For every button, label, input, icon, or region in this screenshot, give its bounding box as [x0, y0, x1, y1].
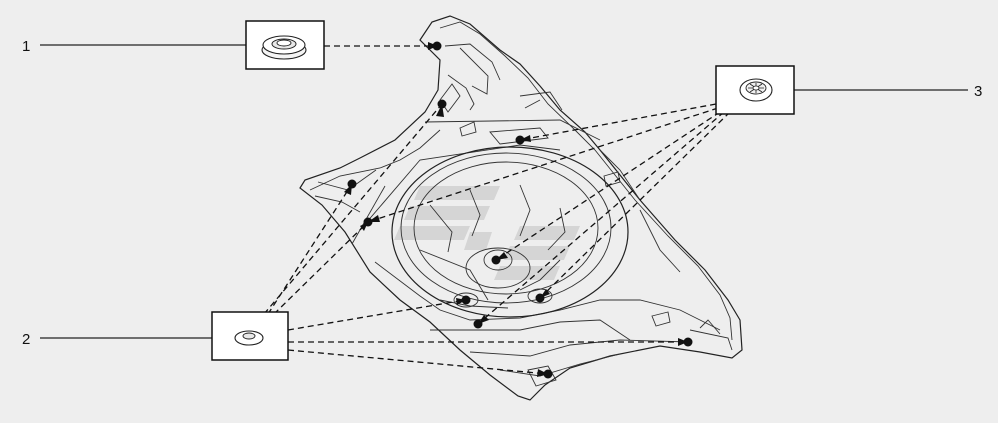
arrow-head [537, 369, 548, 377]
mount-point-3a [515, 135, 525, 145]
mount-point-2d [461, 295, 471, 305]
leader-line-3b [367, 107, 719, 223]
mount-point-2e [683, 337, 693, 347]
leader-line-3e [539, 111, 731, 299]
leader-line-3d [477, 111, 725, 325]
arrow-head [678, 338, 688, 346]
mount-point-1 [432, 41, 442, 51]
callout-number-1: 1 [22, 38, 30, 55]
leader-line-2d [287, 299, 466, 331]
mount-point-2f [543, 369, 553, 379]
spare-wheel-well [391, 146, 629, 318]
plug-cap-icon [739, 78, 773, 102]
leader-line-2b [267, 183, 353, 315]
leader-line-2a [263, 103, 443, 315]
grommet-small-icon [234, 330, 264, 346]
mount-point-2c [363, 217, 373, 227]
grommet-large-icon [261, 35, 307, 60]
leader-lines [263, 45, 731, 375]
callout-2: 2 [22, 311, 289, 361]
callout-3: 3 [715, 65, 982, 115]
mount-point-3b [491, 255, 501, 265]
mounting-points [347, 41, 693, 379]
leader-line-2f [287, 349, 549, 375]
mount-point-2b [347, 179, 357, 189]
mount-point-3c [473, 319, 483, 329]
leader-line-3a [519, 103, 717, 141]
callout-1: 1 [22, 20, 325, 70]
callout-number-2: 2 [22, 331, 30, 348]
mount-point-2a [437, 99, 447, 109]
leader-line-2c [273, 221, 369, 315]
mount-point-3d [535, 293, 545, 303]
leader-line-3c [495, 111, 721, 261]
callout-number-3: 3 [974, 83, 982, 100]
